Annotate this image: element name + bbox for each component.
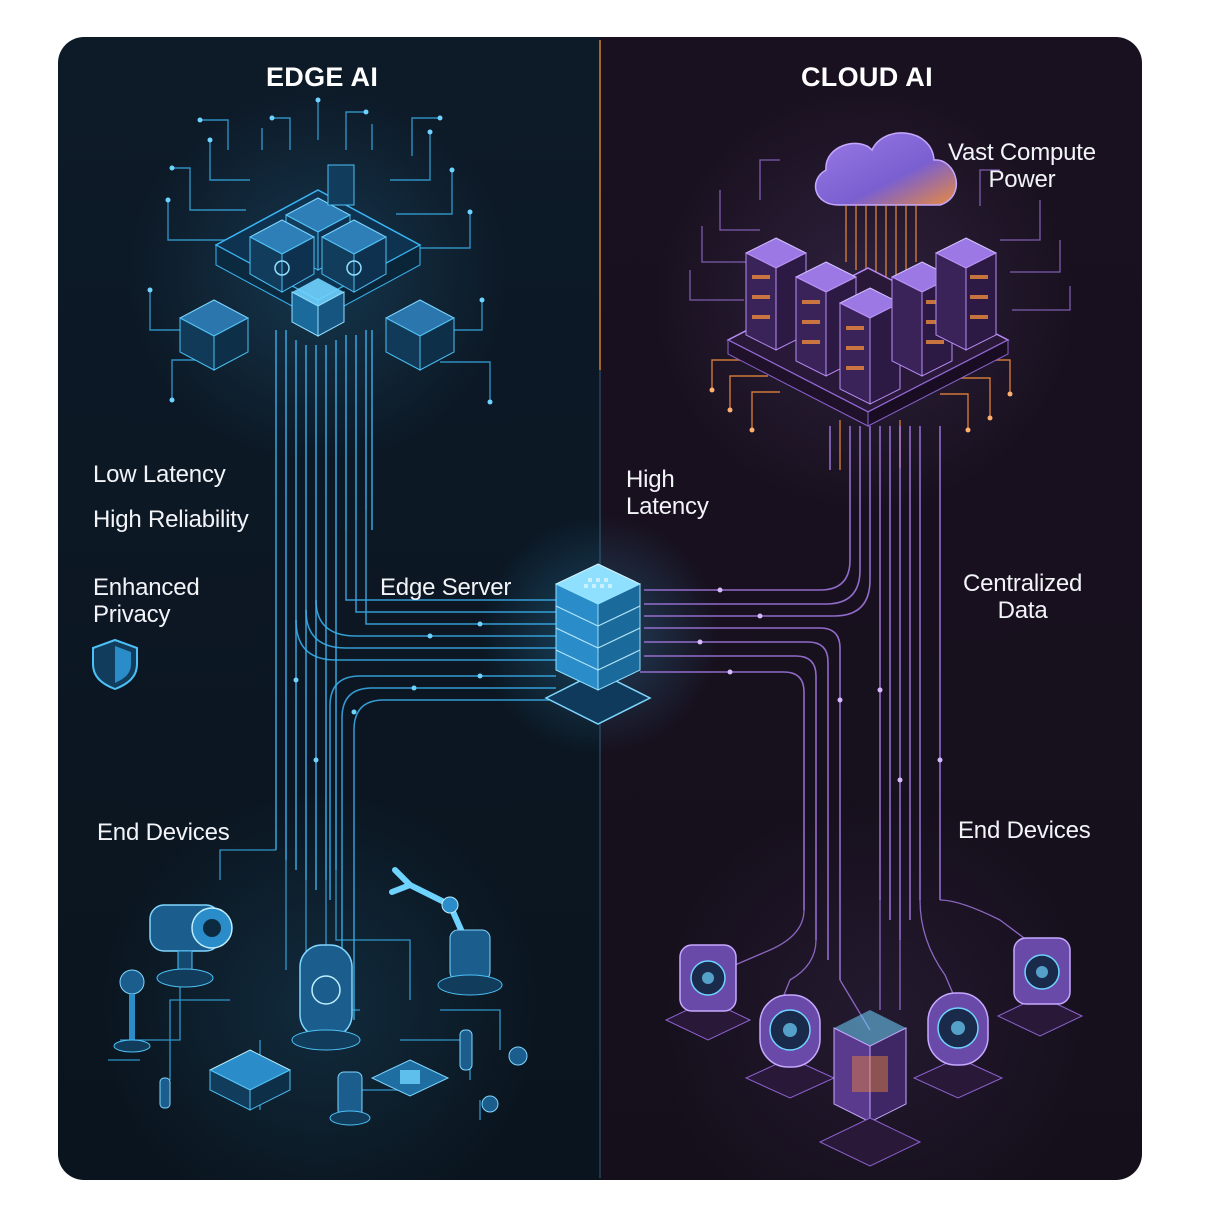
- smart-speaker-icon: [291, 944, 361, 1051]
- cloud-line-nodes: [697, 587, 943, 783]
- edge-trunk-lines: [275, 330, 373, 890]
- high-latency-label: High Latency: [626, 466, 709, 520]
- low-latency-label: Low Latency: [93, 461, 226, 488]
- device-terminal-icon: [744, 994, 836, 1099]
- edge-circuit-traces: [149, 100, 491, 402]
- device-terminal-icon: [664, 944, 752, 1041]
- vast-compute-power-label: Vast Compute Power: [948, 139, 1096, 193]
- high-reliability-label: High Reliability: [93, 506, 249, 533]
- edge-trace-nodes: [147, 97, 493, 405]
- shield-icon: [92, 638, 138, 691]
- edge-server-label: Edge Server: [380, 574, 512, 601]
- edge-to-server-lines: [295, 510, 560, 1020]
- server-rack: [934, 237, 998, 351]
- device-terminal-icon: [996, 937, 1084, 1037]
- cloud-trunk-lines: [640, 426, 941, 980]
- cloud-compute-traces: [711, 205, 1011, 470]
- camera-icon: [149, 904, 233, 988]
- canister-icon: [329, 1071, 371, 1126]
- device-hub-icon: [818, 1010, 922, 1167]
- server-rack: [838, 287, 902, 405]
- edge-server-line-nodes: [293, 621, 483, 763]
- cloud-purple-traces: [689, 159, 1071, 311]
- edge-node-cube-right: [320, 219, 388, 293]
- server-stack-icon: [544, 563, 652, 725]
- cloud-ai-title: CLOUD AI: [801, 62, 933, 92]
- robot-arm-base: [437, 896, 503, 996]
- cloud-icon: [814, 132, 958, 206]
- cloud-end-devices: [664, 937, 1084, 1167]
- centralized-data-label: Centralized Data: [963, 570, 1083, 624]
- edge-end-devices: [108, 849, 528, 1126]
- edge-node-left-box: [178, 299, 250, 371]
- small-sensor-icons: [159, 1029, 528, 1113]
- edge-ai-title: EDGE AI: [266, 62, 379, 92]
- edge-node-tower: [327, 164, 355, 206]
- cloud-end-devices-label: End Devices: [958, 817, 1091, 844]
- sensor-post-icon: [113, 969, 151, 1053]
- edge-end-devices-label: End Devices: [97, 819, 230, 846]
- edge-ai-cluster: [178, 164, 456, 371]
- edge-node-right-box: [384, 299, 456, 371]
- cloud-trace-nodes: [709, 387, 1013, 433]
- enhanced-privacy-label: Enhanced Privacy: [93, 574, 200, 628]
- device-terminal-icon: [912, 992, 1004, 1099]
- edge-node-cube-left: [248, 219, 316, 293]
- chip-icon: [370, 1059, 450, 1097]
- edge-node-chip-center: [291, 278, 345, 337]
- device-box-icon: [208, 1049, 292, 1111]
- cloud-server-farm: [726, 237, 1010, 427]
